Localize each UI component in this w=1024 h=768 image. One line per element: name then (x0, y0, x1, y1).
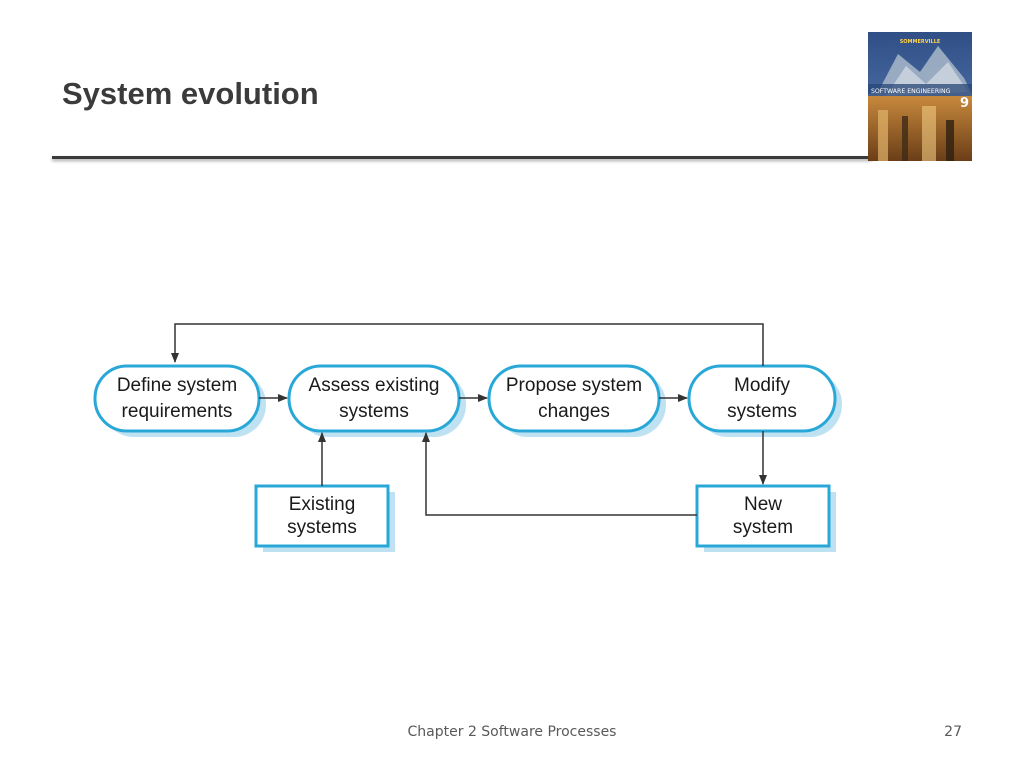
process-propose-line1: Propose system (506, 375, 642, 396)
title-divider (52, 156, 872, 159)
process-modify-line2: systems (727, 401, 797, 422)
book-author-text: SOMMERVILLE (900, 39, 941, 45)
page-number: 27 (944, 724, 962, 740)
book-title-text: SOFTWARE ENGINEERING (871, 88, 951, 95)
process-propose-changes: Propose system changes (487, 364, 666, 437)
book-edition-text: 9 (960, 96, 969, 111)
document-existing-systems: Existing systems (254, 484, 395, 552)
book-cover-image: SOMMERVILLE SOFTWARE ENGINEERING 9 (868, 32, 972, 161)
document-new-system: New system (695, 484, 836, 552)
process-assess-line2: systems (339, 401, 409, 422)
document-new-line1: New (744, 494, 782, 515)
document-existing-line2: systems (287, 517, 357, 538)
process-assess-existing: Assess existing systems (287, 364, 466, 437)
document-existing-line1: Existing (289, 494, 356, 515)
process-modify-systems: Modify systems (687, 364, 842, 437)
process-define-line1: Define system (117, 375, 237, 396)
footer-chapter-label: Chapter 2 Software Processes (407, 724, 617, 740)
process-modify-line1: Modify (734, 375, 790, 396)
slide-title: System evolution (62, 76, 319, 111)
arrow-feedback-modify-to-define (171, 323, 764, 366)
process-define-requirements: Define system requirements (93, 364, 266, 437)
process-define-line2: requirements (122, 401, 233, 422)
process-assess-line1: Assess existing (309, 375, 440, 396)
process-propose-line2: changes (538, 401, 610, 422)
document-new-line2: system (733, 517, 793, 538)
arrow-new-system-to-assess (422, 432, 697, 516)
